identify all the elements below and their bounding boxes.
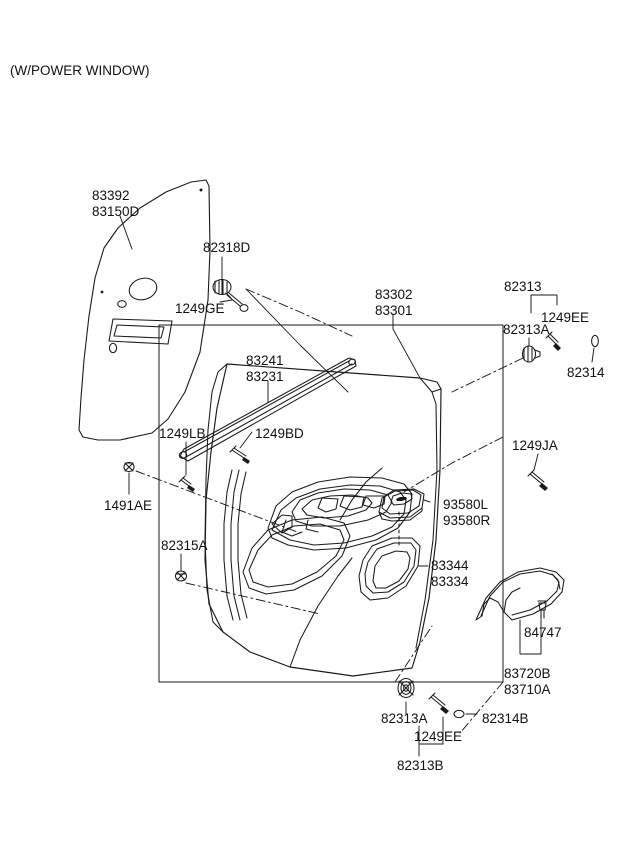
screw-1249ge-icon <box>225 292 249 312</box>
screw-1249ja-icon <box>527 469 548 491</box>
callout-screw-1249ge: 1249GE <box>175 301 225 316</box>
watershield-part <box>78 179 211 441</box>
callout-screw-1249ee-bottom: 1249EE <box>414 729 463 744</box>
callout-grommet-82318d: 82318D <box>203 240 251 255</box>
construction-lines <box>245 288 421 393</box>
screw-1249bd-icon <box>229 445 250 464</box>
grommet-82313a-top-icon <box>521 345 541 363</box>
callout-clip-82314b: 82314B <box>482 711 529 726</box>
callout-grommet-82313a-bottom: 82313A <box>381 711 428 726</box>
window-switch-part <box>378 488 425 522</box>
clip-1249lb-icon <box>178 475 195 492</box>
assembly-reference-lines <box>135 288 524 734</box>
grommet-82313a-bottom-icon <box>397 677 415 699</box>
callout-clip-82313: 82313 <box>504 279 542 294</box>
beltline-weatherstrip <box>178 357 357 462</box>
leader-lines <box>119 215 595 757</box>
clip-82314-icon <box>591 334 599 348</box>
assist-handle-trim <box>475 567 565 621</box>
screw-1249ee-bottom-icon <box>428 692 449 714</box>
callout-clip-1491ae: 1491AE <box>104 498 153 513</box>
page-title: (W/POWER WINDOW) <box>10 63 150 78</box>
grommet-82318d-icon <box>212 278 232 296</box>
callout-clip-1249lb: 1249LB <box>159 426 206 441</box>
callout-screw-1249bd: 1249BD <box>255 426 304 441</box>
clip-82314b-icon <box>453 709 465 719</box>
callout-screw-1249ee-top: 1249EE <box>541 310 590 325</box>
screw-1249ee-top-icon <box>545 331 561 351</box>
callout-clip-82314: 82314 <box>567 365 605 380</box>
callout-clip-82315a: 82315A <box>161 538 208 553</box>
clip-82315a-icon <box>174 570 188 582</box>
callout-clip-84747: 84747 <box>524 625 562 640</box>
callout-kit-82313b: 82313B <box>397 758 444 773</box>
clip-1491ae-icon <box>123 461 135 473</box>
callout-grommet-82313a-top: 82313A <box>503 322 550 337</box>
callout-screw-1249ja: 1249JA <box>512 438 558 453</box>
